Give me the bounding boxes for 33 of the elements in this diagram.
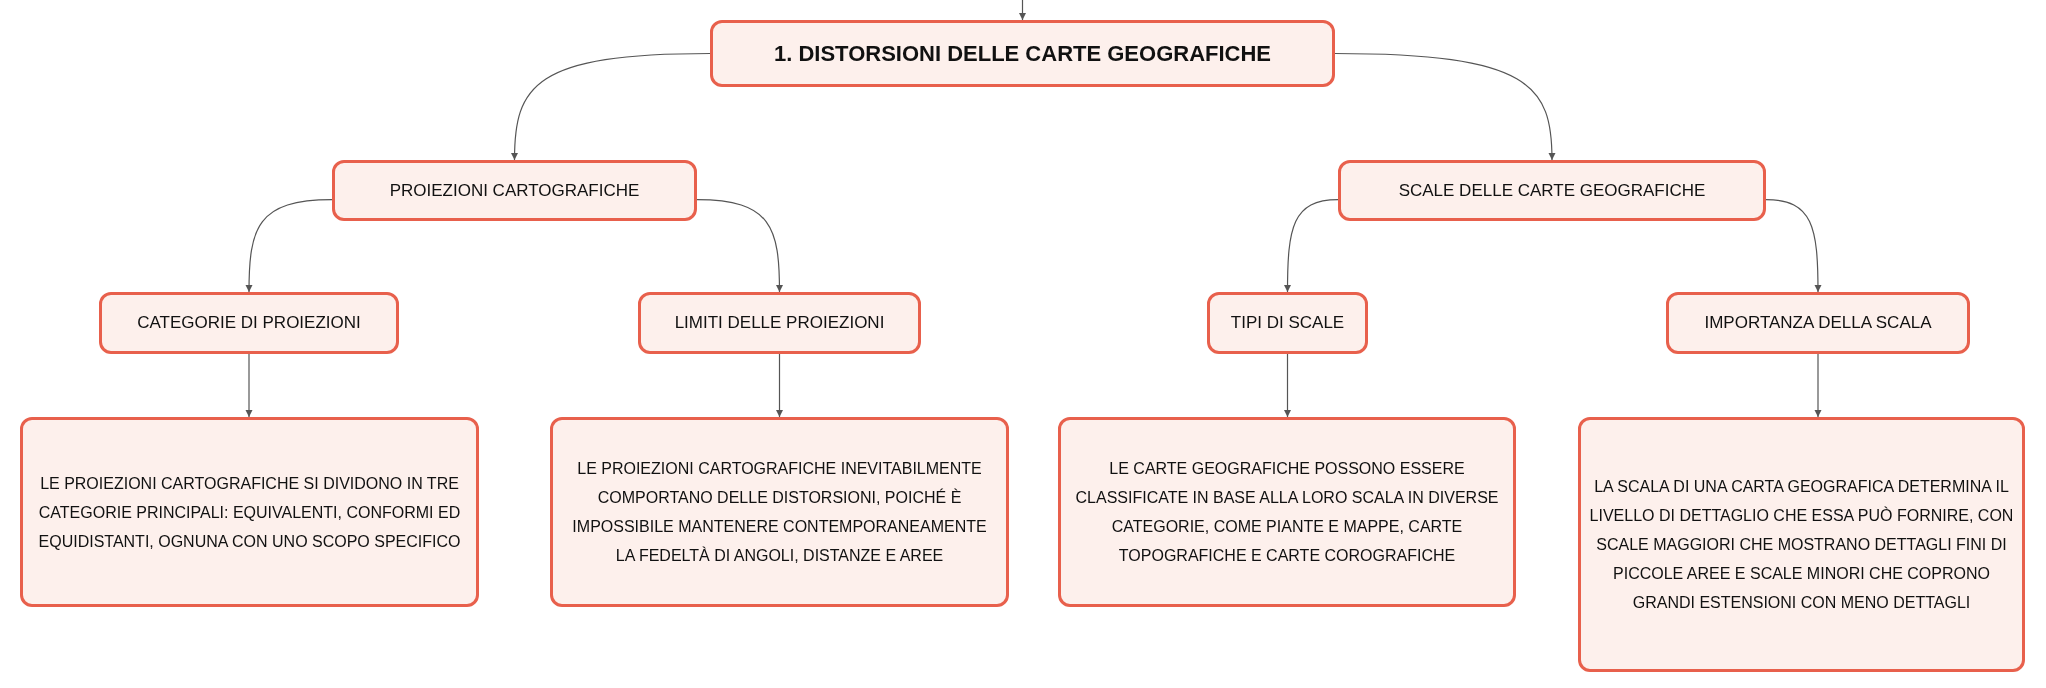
description-box	[1058, 417, 1516, 607]
description-text: LE PROIEZIONI CARTOGRAFICHE SI DIVIDONO IN TRE CATEGORIE PRINCIPALI: EQUIVALENTI, CONFORMI ED EQUIDISTANTI, OGNUNA CON UNO SCOPO SPECIFICO	[37, 473, 462, 552]
description-text: LA SCALA DI UNA CARTA GEOGRAFICA DETERMINA IL LIVELLO DI DETTAGLIO CHE ESSA PUÒ FORNIRE, CON SCALE MAGGIORI CHE MOSTRANO DETTAGLI FINI DI PICCOLE AREE E SCALE MINORI CHE COPRONO GRANDI ESTENSIONI CON MENO DETTAGLI	[1589, 477, 2014, 613]
connector-arrow	[511, 52, 711, 161]
subtopic-title: TIPI DI SCALE	[1230, 312, 1345, 335]
subtopic-title: IMPORTANZA DELLA SCALA	[1704, 312, 1932, 335]
subtopic-title: CATEGORIE DI PROIEZIONI	[137, 312, 361, 335]
connector-arrow	[696, 199, 783, 293]
subtopic-title: SCALE DELLE CARTE GEOGRAFICHE	[1398, 179, 1706, 202]
connector-arrow	[245, 199, 333, 293]
subtopic-box	[1207, 292, 1368, 354]
subtopic-box	[1666, 292, 1970, 354]
description-box	[20, 417, 479, 607]
description-text: LE CARTE GEOGRAFICHE POSSONO ESSERE CLASSIFICATE IN BASE ALLA LORO SCALA IN DIVERSE CATEGORIE, COME PIANTE E MAPPE, CARTE TOPOGRAFICHE E CARTE COROGRAFICHE	[1074, 459, 1500, 566]
subtopic-box	[332, 160, 697, 221]
topic-title: 1. DISTORSIONI DELLE CARTE GEOGRAFICHE	[773, 40, 1272, 68]
connector-arrow	[775, 353, 784, 418]
connector-arrow	[1283, 353, 1292, 418]
subtopic-box	[638, 292, 921, 354]
description-box	[1578, 417, 2025, 672]
connector-arrow	[1814, 353, 1822, 418]
description-text: LE PROIEZIONI CARTOGRAFICHE INEVITABILMENTE COMPORTANO DELLE DISTORSIONI, POICHÉ È IMPOSSIBILE MANTENERE CONTEMPORANEAMENTE LA FEDELTÀ DI ANGOLI, DISTANZE E AREE	[571, 459, 988, 566]
description-box	[550, 417, 1009, 607]
topic-box	[710, 20, 1335, 87]
subtopic-box	[1338, 160, 1766, 221]
subtopic-box	[99, 292, 399, 354]
connector-arrow	[1765, 199, 1822, 293]
connector-arrow	[1018, 0, 1027, 21]
connector-arrow	[245, 353, 253, 418]
subtopic-title: LIMITI DELLE PROIEZIONI	[674, 312, 885, 335]
connector-arrow	[1283, 199, 1339, 293]
subtopic-title: PROIEZIONI CARTOGRAFICHE	[389, 179, 640, 202]
connector-arrow	[1334, 52, 1556, 161]
